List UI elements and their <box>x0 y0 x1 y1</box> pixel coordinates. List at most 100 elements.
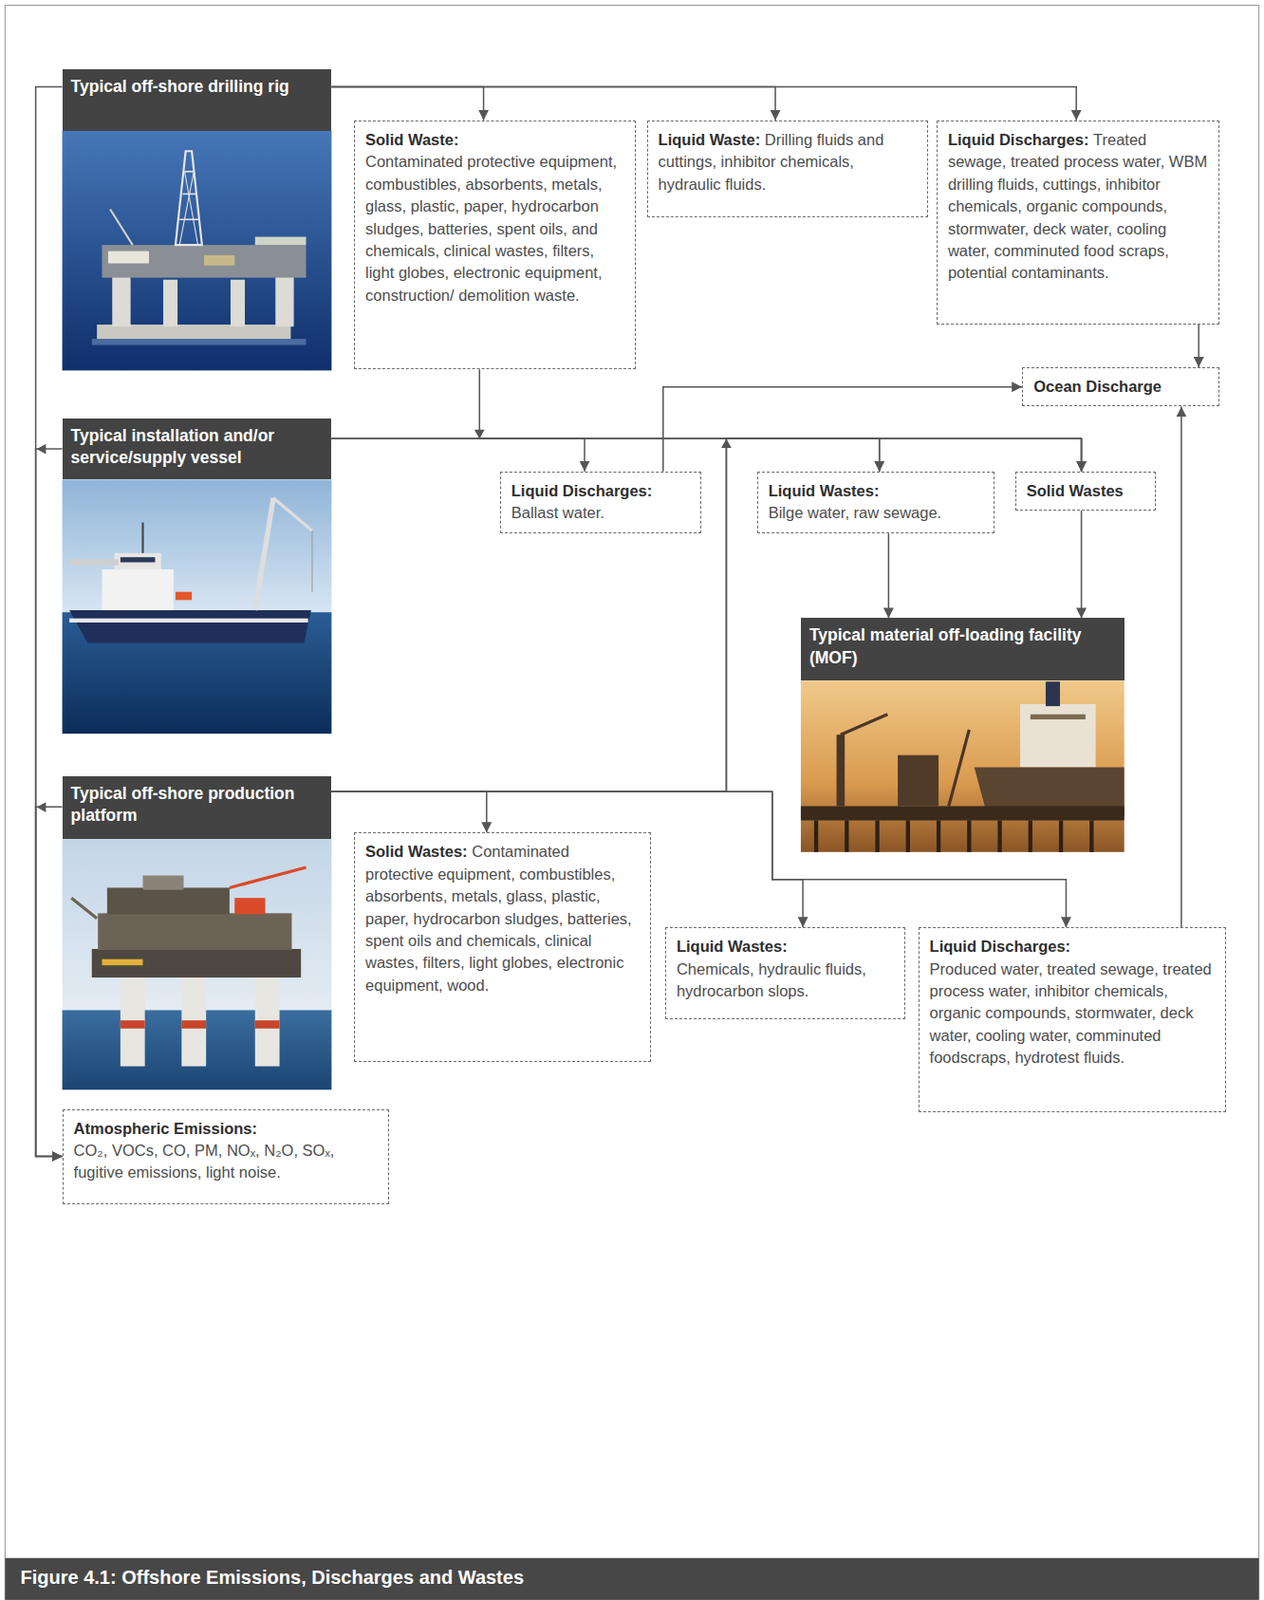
illustration-part <box>275 273 294 327</box>
illustration-part <box>111 273 131 327</box>
production-platform-photo <box>62 838 333 1090</box>
illustration-part <box>92 338 307 345</box>
illustration-part <box>1059 820 1063 853</box>
illustration-part <box>69 610 312 643</box>
illustration-part <box>230 279 245 327</box>
illustration-part <box>311 530 313 593</box>
box-body: CO₂, VOCs, CO, PM, NOₓ, N₂O, SOₓ, fugiti… <box>74 1139 378 1185</box>
box-body: Bilge water, raw sewage. <box>768 501 984 524</box>
illustration-part <box>255 1020 280 1029</box>
illustration-part <box>96 324 291 339</box>
waste-box: Atmospheric Emissions:CO₂, VOCs, CO, PM,… <box>62 1109 390 1205</box>
illustration-part <box>120 974 146 1067</box>
box-heading: Liquid Discharges: <box>929 935 1216 958</box>
illustration-part <box>102 244 307 278</box>
illustration-part <box>110 209 133 246</box>
box-body: Produced water, treated sewage, treated … <box>929 958 1216 1070</box>
illustration-part <box>966 820 971 853</box>
flow-arrowheads <box>37 429 732 813</box>
flow-arrow <box>663 387 1023 472</box>
header-text: Typical installation and/or service/supp… <box>71 425 324 469</box>
illustration-part <box>179 218 199 221</box>
box-body: Contaminated protective equipment, combu… <box>365 842 632 994</box>
illustration-part <box>1028 820 1033 853</box>
illustration-part <box>897 755 939 807</box>
illustration-part <box>936 820 941 853</box>
illustration-part <box>800 680 1125 853</box>
box-heading: Liquid Discharges: <box>511 480 690 502</box>
waste-box: Liquid Discharges:Produced water, treate… <box>918 927 1227 1113</box>
flow-arrow <box>331 438 1081 471</box>
box-heading: Ocean Discharge <box>1033 375 1208 398</box>
illustration-part <box>97 912 292 950</box>
mof-photo <box>800 680 1125 853</box>
flow-arrow <box>331 86 776 120</box>
illustration-part <box>69 618 309 623</box>
facility-header: Typical material off-loading facility (M… <box>800 617 1125 681</box>
waste-box: Solid Wastes <box>1015 471 1156 511</box>
flow-arrow <box>331 86 484 120</box>
box-heading: Solid Wastes: <box>365 842 468 860</box>
waste-box: Solid Waste:Contaminated protective equi… <box>353 120 636 370</box>
illustration-part <box>120 557 156 562</box>
flow-arrow <box>36 806 63 1156</box>
illustration-part <box>113 553 161 570</box>
illustration-part <box>120 1020 146 1029</box>
box-heading: Atmospheric Emissions: <box>74 1117 378 1140</box>
flow-arrow <box>331 86 1077 120</box>
illustration-part <box>1045 681 1060 707</box>
illustration-part <box>107 887 230 914</box>
illustration-part <box>840 714 888 736</box>
header-text: Typical off-shore drilling rig <box>71 75 324 98</box>
waste-box: Liquid Discharges:Treated sewage, treate… <box>936 120 1220 325</box>
illustration-part <box>108 251 149 264</box>
flow-arrow <box>479 369 1081 472</box>
illustration-part <box>234 897 265 914</box>
supply-vessel-photo <box>62 479 333 734</box>
illustration-part <box>181 974 206 1067</box>
header-text: Typical off-shore production platform <box>71 782 324 827</box>
illustration-part <box>997 820 1002 853</box>
illustration-part <box>69 558 119 565</box>
illustration-part <box>185 171 199 245</box>
illustration-part <box>143 875 185 891</box>
illustration-part <box>102 569 174 611</box>
facility-header: Typical off-shore production platform <box>62 776 333 839</box>
waste-box: Solid Wastes:Contaminated protective equ… <box>353 832 651 1062</box>
flow-arrow <box>36 86 63 1156</box>
illustration-part <box>102 959 144 966</box>
illustration-part <box>800 805 1125 820</box>
box-heading: Liquid Waste: <box>658 130 762 149</box>
illustration-part <box>273 498 313 531</box>
illustration-part <box>1089 820 1094 853</box>
illustration-part <box>185 170 195 173</box>
page-frame <box>4 5 1259 1600</box>
header-text: Typical material off-loading facility (M… <box>809 624 1116 669</box>
illustration-part <box>255 974 280 1067</box>
figure-caption: Figure 4.1: Offshore Emissions, Discharg… <box>20 1565 525 1589</box>
flow-arrow <box>1197 324 1200 368</box>
box-heading: Solid Waste: <box>365 129 625 151</box>
illustration-part <box>175 592 192 601</box>
illustration-part <box>181 1020 206 1029</box>
illustration-part <box>906 820 911 853</box>
illustration-part <box>71 897 97 919</box>
waste-box: Liquid Wastes:Chemicals, hydraulic fluid… <box>665 927 906 1020</box>
box-body: Chemicals, hydraulic fluids, hydrocarbon… <box>676 958 894 1004</box>
illustration-part <box>874 820 879 853</box>
box-heading: Liquid Wastes: <box>676 935 894 958</box>
box-body: Ballast water. <box>511 501 690 524</box>
illustration-part <box>948 729 970 807</box>
illustration-part <box>204 255 235 266</box>
box-body: Contaminated protective equipment, combu… <box>365 150 625 307</box>
box-body: Treated sewage, treated process water, W… <box>948 130 1208 282</box>
illustration-part <box>814 820 818 853</box>
illustration-part <box>816 820 1092 853</box>
waste-box: Ocean Discharge <box>1022 367 1219 407</box>
illustration-part <box>844 820 849 853</box>
waste-box: Liquid Discharges:Ballast water. <box>500 471 702 535</box>
illustration-part <box>175 150 203 245</box>
box-heading: Liquid Discharges: <box>948 130 1090 149</box>
illustration-part <box>92 948 301 978</box>
